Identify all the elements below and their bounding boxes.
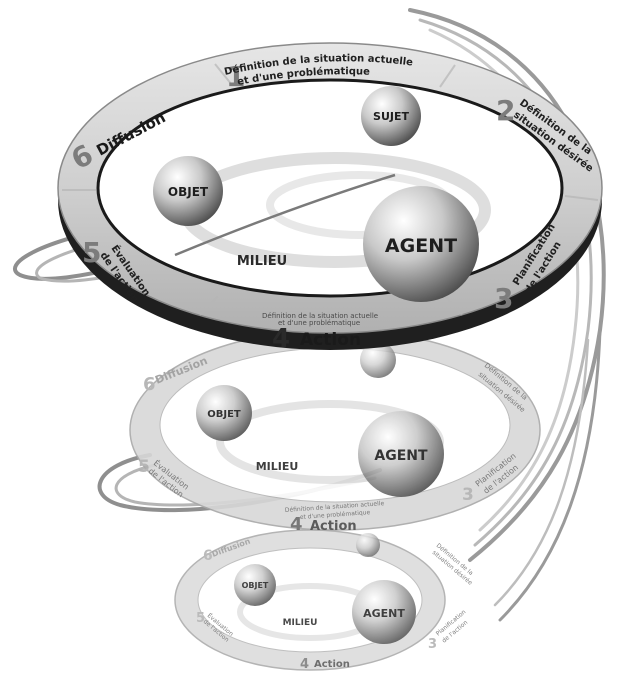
ring-middle-s5-num: 5 <box>138 457 150 477</box>
sphere-middle-objet <box>196 385 252 441</box>
ring-middle-s4-num: 4 <box>290 514 303 535</box>
sphere-top-sujet <box>361 86 421 146</box>
sphere-top-sujet-label: SUJET <box>373 110 409 123</box>
sphere-middle-top <box>360 342 396 378</box>
ring-bottom-milieu: MILIEU <box>283 618 318 628</box>
ring-bottom-s3-num: 3 <box>428 637 437 652</box>
sphere-top-agent <box>363 186 479 302</box>
ring-top-s4-label: Action <box>300 330 361 350</box>
ring-top-s1-small-l2: et d'une problématique <box>278 319 360 327</box>
ring-bottom: OBJET AGENT MILIEU 6 Diffusion 5 Évaluat… <box>174 529 474 672</box>
ring-bottom-s6-num: 6 <box>203 548 213 564</box>
ring-top-s1-num: 1 <box>226 60 245 93</box>
sphere-bottom-agent-label: AGENT <box>363 607 405 620</box>
sphere-middle-agent-label: AGENT <box>374 448 428 464</box>
ring-bottom-s4-num: 4 <box>300 657 309 672</box>
ring-top-s3-num: 3 <box>494 282 513 315</box>
sphere-top-agent-label: AGENT <box>385 235 457 257</box>
ring-top-s4-num: 4 <box>272 324 290 354</box>
sphere-bottom-objet-label: OBJET <box>242 581 269 590</box>
sphere-middle-agent <box>358 411 444 497</box>
sphere-middle-objet-label: OBJET <box>207 409 241 420</box>
ring-top-dividers <box>62 63 599 316</box>
sphere-bottom-objet <box>234 564 276 606</box>
ring-middle-s1-l2: et d'une problématique <box>300 509 371 521</box>
ring-bottom-s4-label: Action <box>314 659 350 670</box>
ring-top-milieu: MILIEU <box>237 254 287 269</box>
sphere-bottom-top <box>356 533 380 557</box>
ring-middle-milieu: MILIEU <box>256 460 299 473</box>
ring-top-s1-small-l1: Définition de la situation actuelle <box>262 312 378 320</box>
ring-top-s5-num: 5 <box>82 236 101 269</box>
ring-bottom-s5-num: 5 <box>196 611 205 626</box>
ring-top-s2-num: 2 <box>496 94 515 127</box>
sphere-top-objet <box>153 156 223 226</box>
ring-middle-s4-label: Action <box>310 519 357 534</box>
ring-middle-s3-num: 3 <box>462 485 474 505</box>
ring-top: SUJET OBJET AGENT MILIEU 1 Définition de… <box>57 42 603 354</box>
ring-middle-s6-num: 6 <box>143 374 156 395</box>
ring-middle: OBJET AGENT MILIEU 6 Diffusion 5 Évaluat… <box>129 329 541 535</box>
sphere-top-objet-label: OBJET <box>168 185 209 199</box>
sphere-bottom-agent <box>352 580 416 644</box>
